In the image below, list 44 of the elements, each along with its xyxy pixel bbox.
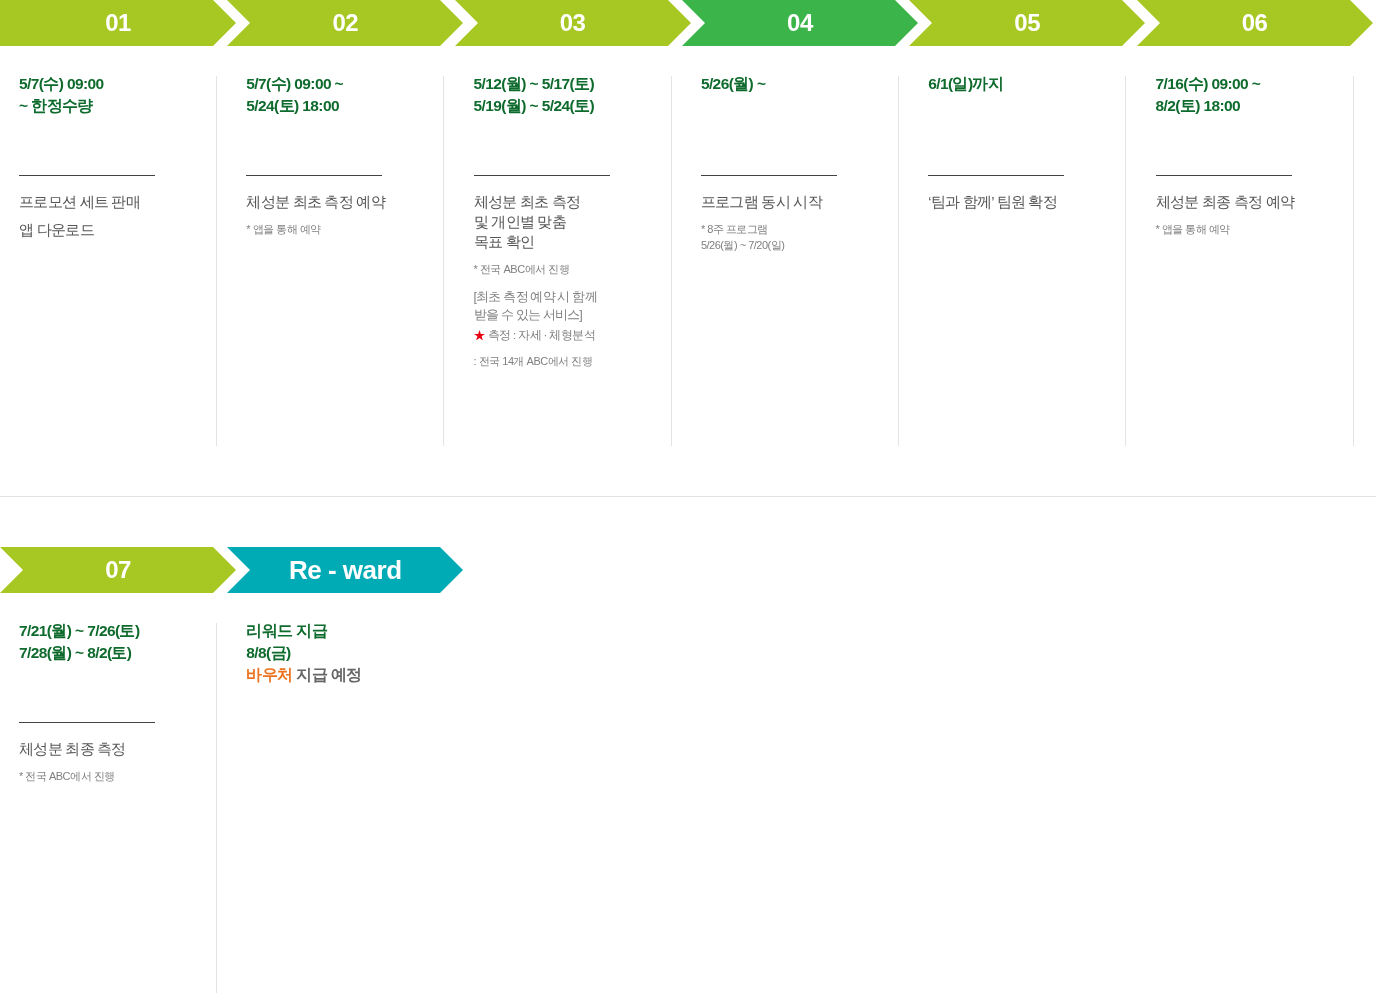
- step-banner: [681, 0, 918, 46]
- date-text: 5/26(월) ~: [700, 74, 766, 94]
- step-description: 프로그램 동시 시작: [700, 193, 822, 212]
- step-banner: [227, 547, 464, 593]
- step-description: 프로모션 세트 판매: [19, 193, 141, 212]
- footnote-text: * 앱을 통해 예약: [1155, 222, 1230, 237]
- date-text: 7/16(수) 09:00 ~ 8/2(토) 18:00: [1155, 74, 1262, 116]
- step-number: 04: [787, 9, 813, 37]
- service-item: 측정 : 자세 · 체형분석: [487, 328, 595, 343]
- step-banner: [1136, 0, 1373, 46]
- date-text: 7/28(월) ~ 8/2(토): [19, 643, 132, 663]
- footnote-text: : 전국 14개 ABC에서 진행: [473, 354, 593, 369]
- step-banner: [227, 0, 464, 46]
- step-description: 체성분 최초 측정 및 개인별 맞춤 목표 확인: [473, 193, 582, 252]
- footnote-text: * 앱을 통해 예약: [246, 222, 321, 237]
- date-text: 7/21(월) ~ 7/26(토): [19, 621, 140, 641]
- footnote-text: * 전국 ABC에서 진행: [473, 262, 570, 277]
- step-description: 체성분 최종 측정 예약: [1155, 193, 1295, 212]
- date-text: 5/7(수) 09:00 ~ 한정수량: [19, 74, 105, 116]
- step-description: 앱 다운로드: [19, 221, 94, 240]
- footnote-text: * 전국 ABC에서 진행: [19, 769, 115, 784]
- step-number: 07: [105, 556, 131, 584]
- step-banner: [0, 547, 236, 593]
- step-description: 체성분 최종 측정: [19, 740, 126, 759]
- date-text: 5/19(월) ~ 5/24(토): [473, 96, 595, 116]
- step-number: 06: [1241, 9, 1268, 37]
- step-number: 02: [332, 9, 359, 37]
- step-description: 체성분 최초 측정 예약: [246, 193, 385, 212]
- date-text: 6/1(일)까지: [928, 74, 1004, 94]
- step-number: 01: [105, 9, 131, 37]
- footnote-text: * 8주 프로그램 5/26(월) ~ 7/20(일): [700, 222, 786, 253]
- step-banner: [0, 0, 236, 46]
- reward-note: 바우처 지급 예정: [246, 665, 362, 685]
- date-text: 5/7(수) 09:00 ~ 5/24(토) 18:00: [246, 74, 345, 116]
- date-text: 8/8(금): [246, 643, 291, 663]
- service-heading: [최초 측정 예약 시 함께 받을 수 있는 서비스]: [473, 289, 598, 324]
- step-banner: [909, 0, 1146, 46]
- step-number: 05: [1014, 9, 1041, 37]
- date-text: 리워드 지급: [246, 621, 327, 641]
- step-number: Re - ward: [289, 555, 402, 585]
- step-banner: [454, 0, 691, 46]
- step-description: ‘팀과 함께’ 팀원 확정: [928, 193, 1058, 212]
- date-text: 5/12(월) ~ 5/17(토): [473, 74, 595, 94]
- step-number: 03: [559, 9, 586, 37]
